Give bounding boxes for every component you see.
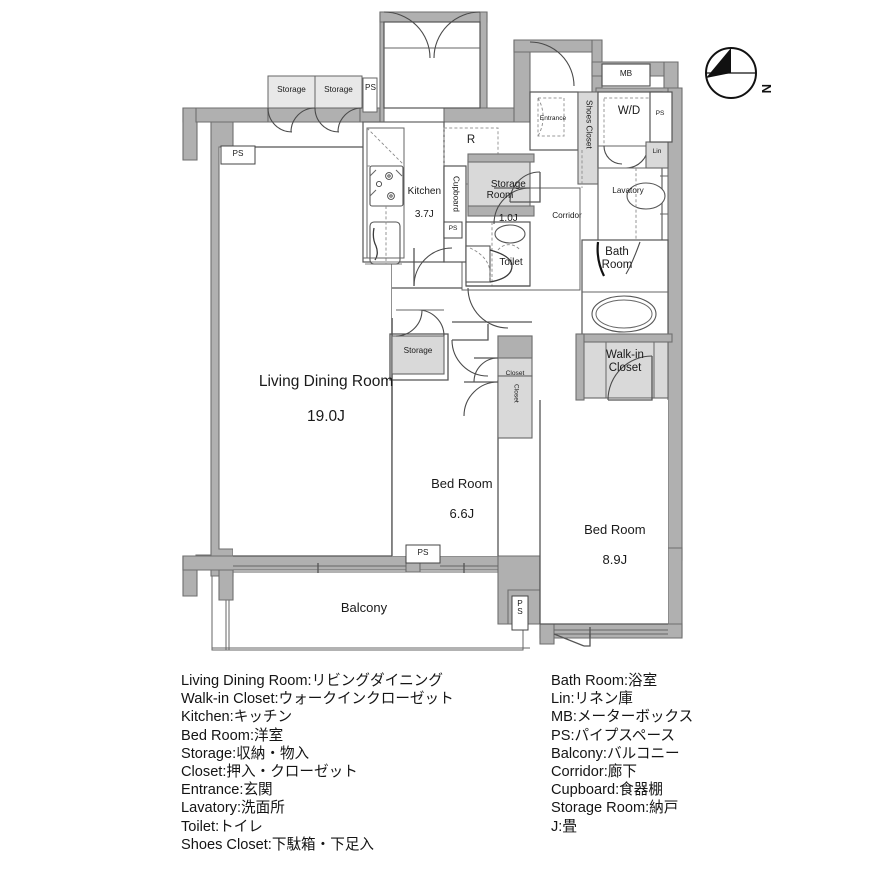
- window-mullions: [233, 563, 668, 647]
- legend-item: Lin:リネン庫: [551, 691, 633, 708]
- legend-item: Cupboard:食器棚: [551, 782, 663, 799]
- legend-column-right: Bath Room:浴室 Lin:リネン庫 MB:メーターボックス PS:パイプ…: [551, 672, 693, 836]
- entrance-zone: [529, 41, 599, 188]
- legend-item: Lavatory:洗面所: [181, 800, 285, 817]
- kitchen-block: [362, 77, 499, 265]
- walk-in-closet: [575, 333, 673, 401]
- legend-item: Bed Room:洋室: [181, 727, 284, 744]
- top-storage: [267, 75, 363, 133]
- legend-item: Toilet:トイレ: [181, 818, 263, 835]
- top-center-doors: [383, 11, 481, 109]
- meter-box: [601, 63, 651, 87]
- corridor-doors: [392, 187, 531, 289]
- legend-item: Closet:押入・クローゼット: [181, 764, 358, 781]
- bedroom1-closets: [451, 321, 533, 439]
- legend-item: MB:メーターボックス: [551, 709, 694, 726]
- balcony-area: [211, 571, 530, 651]
- legend-column-left: Living Dining Room:リビングダイニング Walk-in Clo…: [181, 672, 454, 854]
- compass-icon: N: [705, 47, 774, 99]
- legend-item: Walk-in Closet:ウォークインクローゼット: [181, 691, 454, 708]
- legend-item: Corridor:廊下: [551, 764, 637, 781]
- floor-plan-svg: .wall { fill:#b0b0b0; stroke:#6e6e6e; st…: [182, 11, 683, 651]
- compass-north-label: N: [759, 84, 772, 93]
- legend-item: Shoes Closet:下駄箱・下足入: [181, 836, 375, 853]
- legend-item: Balcony:バルコニー: [551, 745, 680, 762]
- ps-boxes: [220, 145, 529, 631]
- legend-item: J:畳: [551, 818, 577, 835]
- legend-item: Kitchen:キッチン: [181, 709, 293, 726]
- legend-item: Storage:収納・物入: [181, 745, 310, 762]
- interior-rooms: [233, 91, 668, 625]
- legend-item: Entrance:玄関: [181, 782, 273, 799]
- legend-item: Living Dining Room:リビングダイニング: [181, 673, 443, 689]
- storage-room: [467, 153, 541, 217]
- ldr-storage: [389, 309, 449, 381]
- legend-item: Storage Room:納戸: [551, 800, 679, 817]
- legend-item: PS:パイプスペース: [551, 727, 675, 744]
- compass-rose: N: [700, 40, 774, 110]
- legend: Living Dining Room:リビングダイニング Walk-in Clo…: [0, 672, 872, 872]
- toilet-room: [443, 221, 531, 329]
- floor-plan-drawing: .wall { fill:#b0b0b0; stroke:#6e6e6e; st…: [182, 11, 683, 651]
- legend-item: Bath Room:浴室: [551, 673, 658, 689]
- bath-room: [581, 239, 669, 339]
